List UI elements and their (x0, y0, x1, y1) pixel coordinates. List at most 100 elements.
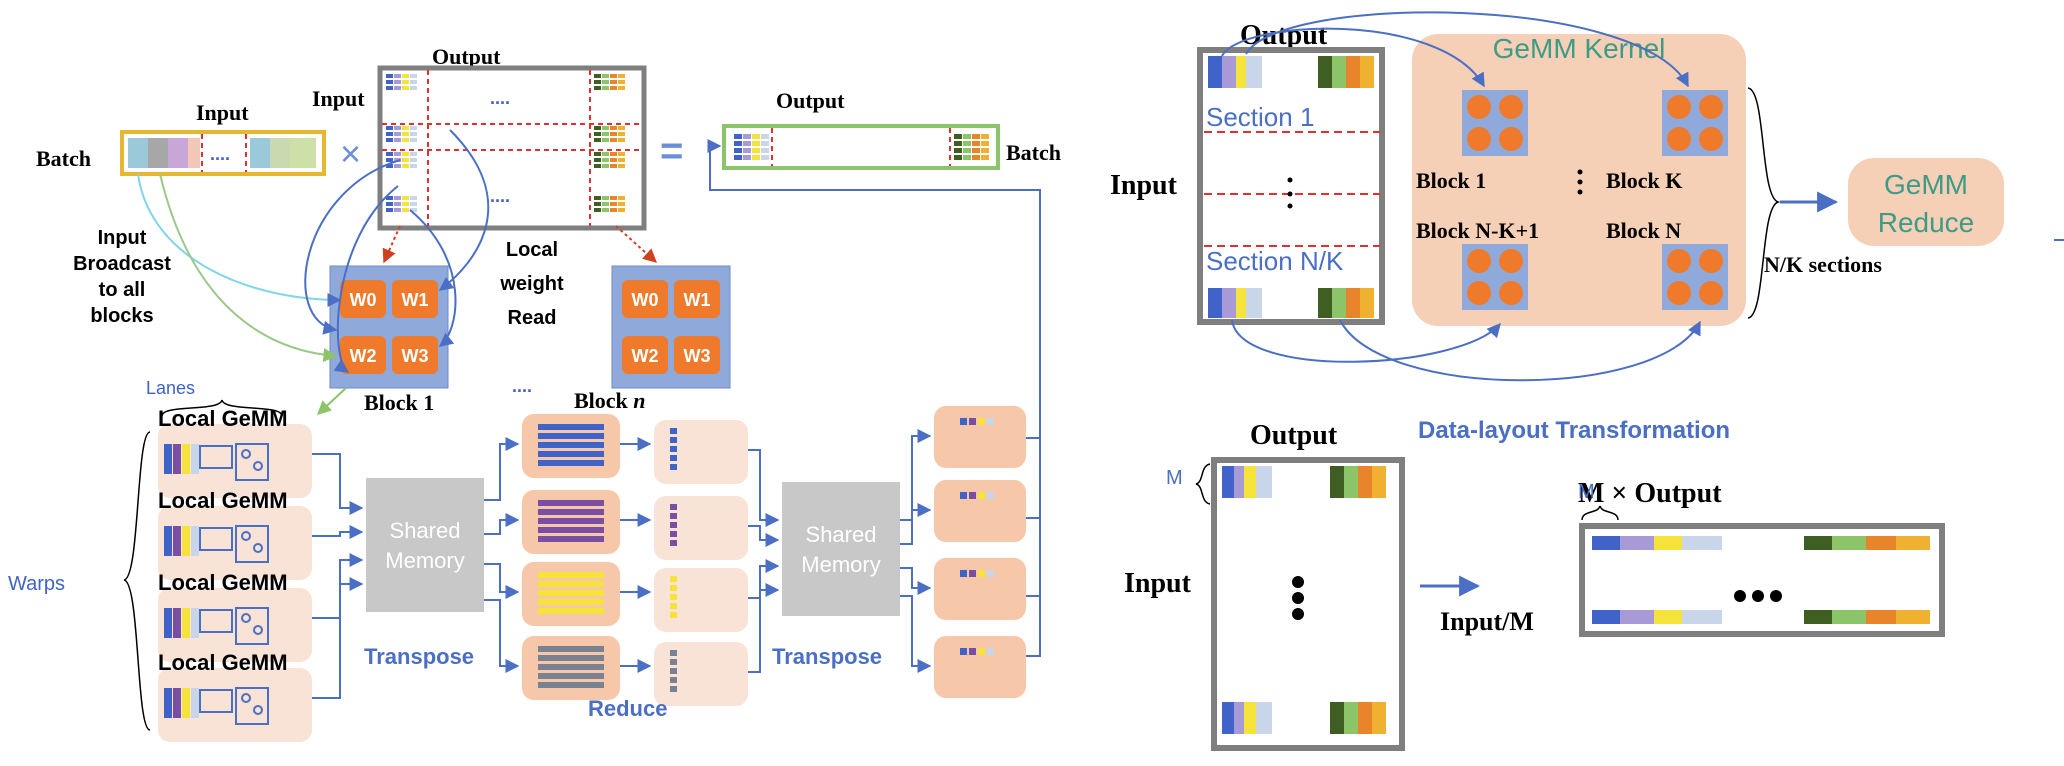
svg-text:Reduce: Reduce (1878, 207, 1975, 238)
svg-text:W0: W0 (350, 290, 377, 310)
block-1-rt-label: Block 1 (1416, 168, 1486, 193)
m-output-matrix: M × Output M (1578, 478, 1945, 637)
transpose-tile (522, 414, 620, 478)
section-nk-label: Section N/K (1206, 246, 1344, 276)
gemm-reduce-box: GeMM Reduce (1848, 158, 2004, 246)
shared-memory-2: Shared Memory (782, 482, 900, 616)
weight-matrix (377, 65, 647, 231)
output-tile (934, 480, 1026, 542)
nk-brace (1747, 87, 1781, 319)
svg-text:W2: W2 (350, 346, 377, 366)
reduce-label: Reduce (588, 696, 667, 721)
transpose-label-2: Transpose (772, 644, 882, 669)
weight-output-label: Output (432, 44, 501, 69)
block-1: W0 W1 W2 W3 (329, 265, 449, 389)
local-gemm-box: Local GeMM (158, 570, 312, 662)
svg-text:Local GeMM: Local GeMM (158, 406, 288, 431)
broadcast-curve-1 (137, 173, 342, 307)
reduce-tile (654, 496, 748, 560)
rt-output-matrix: Output Input Section 1 Section N/K (1110, 20, 1385, 325)
kernel-block (1462, 90, 1528, 156)
weight-row-ellipsis-2: .... (490, 186, 510, 206)
feedback-arrow (707, 139, 1041, 439)
svg-text:blocks: blocks (90, 305, 153, 327)
rb-m-label: M (1166, 467, 1183, 489)
kernel-block (1662, 90, 1728, 156)
nk-sections-label: N/K sections (1764, 252, 1882, 277)
output-tile (934, 558, 1026, 620)
reduce-tile (654, 420, 748, 484)
input-label: Input (196, 100, 249, 125)
rb-input-label: Input (1124, 568, 1192, 599)
lanes-label: Lanes (146, 378, 195, 398)
input-ellipsis: .... (210, 144, 230, 164)
block-nk1-label: Block N-K+1 (1416, 218, 1539, 243)
batch-label: Batch (36, 146, 91, 171)
svg-text:Local GeMM: Local GeMM (158, 488, 288, 513)
svg-text:Input: Input (98, 227, 147, 249)
svg-text:W2: W2 (632, 346, 659, 366)
svg-text:Memory: Memory (801, 552, 880, 577)
rt-input-label: Input (1110, 170, 1178, 201)
svg-text:W1: W1 (684, 290, 711, 310)
weight-matrix-group: Output Input .... .... (312, 44, 647, 231)
broadcast-curve-2 (159, 173, 338, 362)
output-tile (934, 406, 1026, 468)
warps-brace (123, 431, 151, 731)
svg-text:Local GeMM: Local GeMM (158, 570, 288, 595)
multiply-symbol: × (340, 133, 361, 174)
svg-text:Memory: Memory (385, 548, 464, 573)
local-gemm-box: Local GeMM (158, 488, 312, 580)
rt-output-label: Output (1240, 20, 1328, 51)
shared-memory-1: Shared Memory (366, 478, 484, 612)
block-n-label: Block n (574, 388, 646, 413)
local-weight-read-label: Local weight Read (499, 239, 564, 329)
svg-text:W3: W3 (402, 346, 429, 366)
output-batch-label: Batch (1006, 140, 1061, 165)
svg-text:W0: W0 (632, 290, 659, 310)
output-tile (934, 636, 1026, 698)
output-vector (722, 124, 1000, 170)
reduce-tile (654, 568, 748, 632)
svg-text:Broadcast: Broadcast (73, 253, 171, 275)
rb-output-label: Output (1250, 420, 1338, 451)
warps-label: Warps (8, 573, 65, 595)
svg-text:GeMM: GeMM (1884, 169, 1968, 200)
block-ellipsis: .... (512, 376, 532, 396)
rb-m-small: M (1578, 481, 1595, 503)
reduce-tile (654, 642, 748, 706)
equals-symbol: = (660, 129, 683, 173)
m-output-label: M × Output (1578, 478, 1722, 509)
transpose-tile (522, 562, 620, 626)
input-m-label: Input/M (1440, 607, 1534, 636)
svg-text:Local GeMM: Local GeMM (158, 650, 288, 675)
input-broadcast-label: Input Broadcast to all blocks (73, 227, 171, 327)
svg-text:Local: Local (506, 239, 558, 261)
block-1-label: Block 1 (364, 390, 434, 415)
block-n: W0 W1 W2 W3 (611, 265, 731, 389)
local-gemm-box: Local GeMM (158, 650, 312, 742)
kernel-block (1462, 244, 1528, 310)
block-k-label: Block K (1606, 168, 1682, 193)
weight-row-ellipsis: .... (490, 88, 510, 108)
output-vector-group: Output Batch (722, 88, 1061, 170)
local-gemm-box: Local GeMM (158, 406, 312, 498)
gemm-kernel: GeMM Kernel Block 1 Block K Block N-K+1 … (1412, 33, 1746, 326)
svg-text:W1: W1 (402, 290, 429, 310)
transpose-tile (522, 636, 620, 700)
svg-text:Shared: Shared (390, 518, 461, 543)
transpose-tile (522, 490, 620, 554)
transpose-label-1: Transpose (364, 644, 474, 669)
kernel-block (1662, 244, 1728, 310)
data-layout-title: Data-layout Transformation (1418, 417, 1730, 444)
weight-input-label: Input (312, 86, 365, 111)
svg-text:Read: Read (508, 307, 557, 329)
lanes-brace (161, 399, 283, 417)
gemm-kernel-title: GeMM Kernel (1493, 33, 1666, 64)
svg-text:to all: to all (99, 279, 146, 301)
block-n-rt-label: Block N (1606, 218, 1681, 243)
input-batch-group: Batch Input .... (36, 100, 326, 176)
section-1-label: Section 1 (1206, 102, 1314, 132)
svg-text:weight: weight (499, 273, 564, 295)
